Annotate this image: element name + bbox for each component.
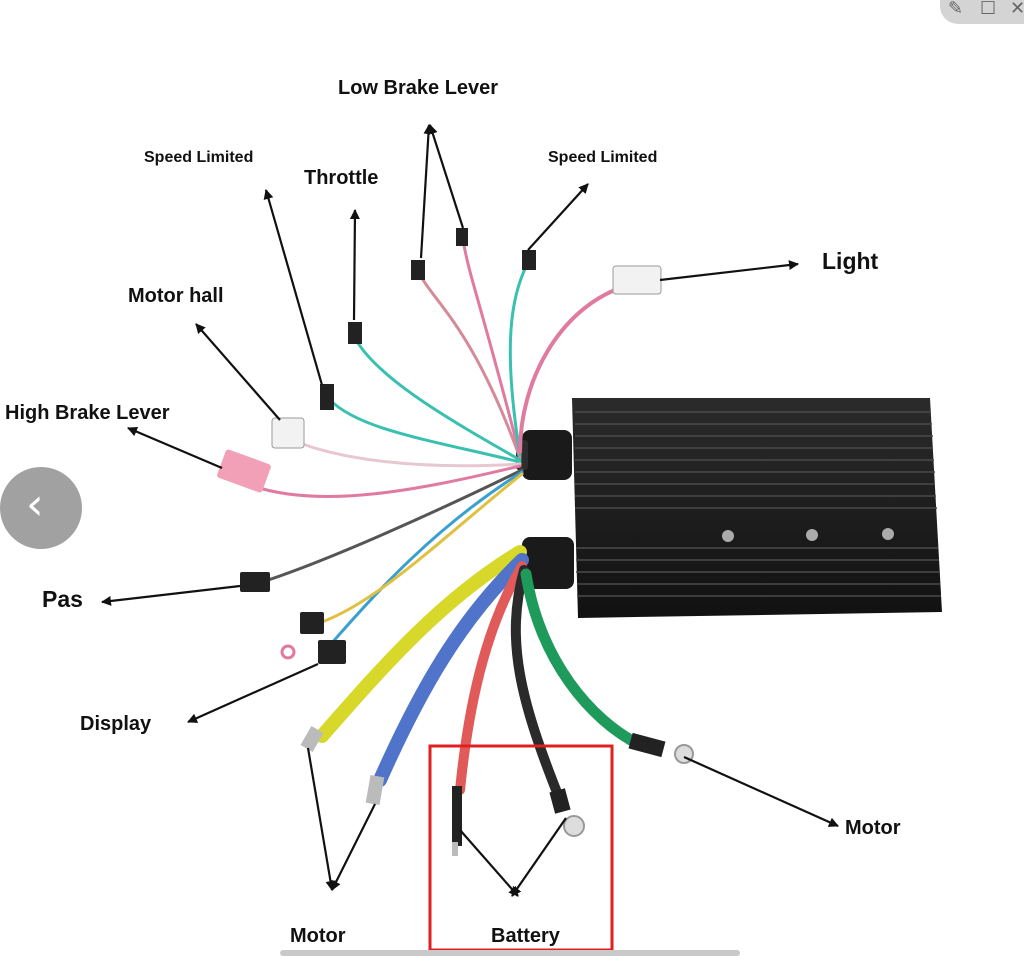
label-motor-right: Motor	[845, 817, 901, 839]
label-speed-limited-right: Speed Limited	[548, 149, 658, 166]
power-wires	[315, 545, 646, 805]
maximize-icon[interactable]: ☐	[980, 0, 997, 19]
terminals	[300, 725, 694, 856]
label-light: Light	[822, 248, 879, 274]
horizontal-scrollbar[interactable]	[280, 950, 740, 956]
label-motor-hall: Motor hall	[128, 285, 224, 307]
label-display: Display	[80, 713, 152, 735]
label-high-brake-lever: High Brake Lever	[5, 402, 170, 424]
label-low-brake-lever: Low Brake Lever	[338, 77, 499, 99]
label-pas: Pas	[42, 586, 83, 612]
label-throttle: Throttle	[304, 167, 379, 189]
callout-arrows	[101, 124, 839, 897]
chevron-left-icon: ‹	[26, 479, 44, 530]
previous-button[interactable]: ‹	[0, 467, 82, 549]
label-motor-bottom: Motor	[290, 925, 346, 947]
window-controls: ✎ ☐ ✕	[940, 0, 1024, 24]
controller-box	[572, 398, 942, 618]
label-speed-limited-left: Speed Limited	[144, 149, 254, 166]
label-battery: Battery	[491, 925, 560, 947]
connectors	[217, 228, 662, 664]
signal-wires	[248, 238, 622, 647]
close-icon[interactable]: ✕	[1010, 0, 1024, 19]
pin-icon[interactable]: ✎	[948, 0, 964, 19]
cable-gland-top	[516, 430, 572, 480]
